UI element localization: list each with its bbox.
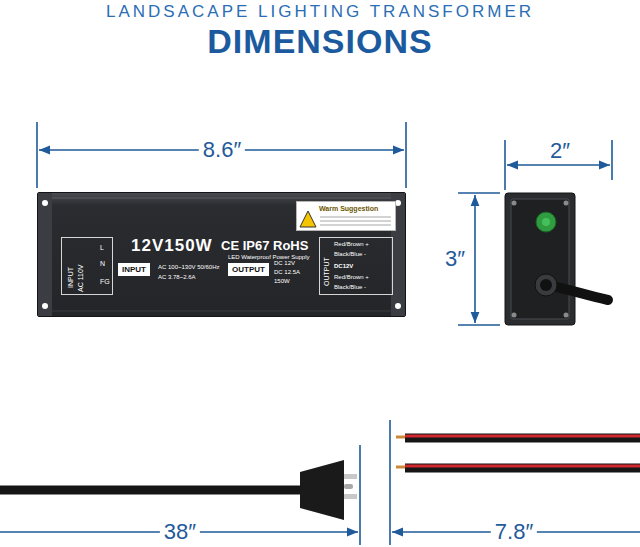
wire-label: Black/Blue -	[334, 251, 366, 258]
housing-decor	[42, 303, 48, 309]
housing-decor	[395, 303, 401, 309]
dimension-label: 7.8″	[491, 519, 537, 544]
sticker-decor	[320, 216, 391, 218]
dimension-label: 2″	[546, 138, 574, 163]
dimension-lines	[36, 122, 38, 188]
terminal-pin: N	[100, 260, 105, 268]
terminal-label: OUTPUT	[323, 257, 330, 286]
dimension-lines	[0, 122, 640, 545]
voltage-label: DC12V	[334, 263, 353, 270]
output-wires	[396, 466, 405, 469]
housing-decor	[38, 193, 52, 316]
sticker-decor	[300, 211, 316, 227]
end-view	[540, 279, 552, 291]
dimension-label: 38″	[160, 519, 200, 544]
housing-decor	[52, 198, 391, 199]
sticker-decor	[320, 220, 391, 222]
end-view	[512, 201, 517, 206]
end-view	[536, 212, 556, 232]
dimension-lines	[507, 164, 610, 166]
diagram-title: DIMENSIONS	[207, 22, 432, 61]
dimension-lines	[611, 140, 613, 180]
dimension-lines	[405, 122, 407, 188]
model-text: 12V150W	[131, 236, 213, 256]
terminal-label: INPUT	[67, 267, 74, 288]
input-terminal-block: INPUTAC 110V LN FG	[61, 237, 113, 295]
dimension-label: 3″	[441, 246, 469, 271]
terminal-pin: FG	[100, 278, 110, 286]
end-view	[564, 313, 569, 318]
end-view	[511, 199, 569, 319]
warning-sticker: Warm Suggestion	[296, 201, 396, 231]
power-cord	[344, 484, 353, 489]
product-text: LED Waterproof Power Supply	[228, 254, 309, 261]
output-wires	[405, 435, 640, 438]
output-wires	[396, 436, 405, 439]
spec-text: 150W	[274, 278, 290, 285]
terminal-pin: L	[100, 244, 104, 252]
cert-text: CE IP67 RoHS	[221, 239, 308, 254]
power-cord	[300, 460, 344, 520]
sticker-decor	[320, 224, 391, 226]
dimension-lines	[458, 192, 500, 194]
tag-text: INPUT	[122, 265, 146, 274]
power-cord	[344, 474, 357, 479]
wire-label: Black/Blue -	[334, 284, 366, 291]
output-terminal-block: OUTPUT Red/Brown + Black/Blue - DC12V Red/Br…	[319, 237, 393, 295]
dimension-lines	[474, 195, 476, 323]
dimension-label: 8.6″	[199, 137, 245, 162]
output-wires	[396, 436, 640, 468]
end-view	[542, 218, 550, 226]
spec-text: AC 3.78~2.6A	[158, 274, 196, 281]
tag-text: OUTPUT	[232, 265, 265, 274]
spec-text: AC 100~130V 50/60Hz	[158, 264, 220, 271]
end-view	[564, 201, 569, 206]
housing-decor	[42, 200, 48, 206]
dimension-lines	[359, 445, 361, 545]
spec-text: DC 12.5A	[274, 269, 300, 276]
housing-decor	[52, 311, 391, 312]
end-view	[505, 193, 608, 325]
wire-label: Red/Brown +	[334, 274, 369, 281]
output-wires	[405, 465, 640, 468]
dimension-lines	[504, 140, 506, 190]
end-view	[512, 313, 517, 318]
end-view	[535, 274, 557, 296]
end-view	[505, 193, 575, 325]
power-cord	[0, 460, 357, 520]
power-cord	[0, 486, 302, 495]
power-cord	[344, 494, 357, 499]
input-tag: INPUT	[118, 263, 150, 276]
warning-title: Warm Suggestion	[319, 205, 378, 213]
output-tag: OUTPUT	[228, 263, 269, 276]
terminal-label: AC 110V	[77, 265, 84, 293]
spec-text: DC 12V	[274, 260, 295, 267]
output-wires	[405, 464, 640, 473]
wire-label: Red/Brown +	[334, 241, 369, 248]
subtitle: LANDSACAPE LIGHTING TRANSFORMER	[106, 2, 534, 22]
dimension-lines	[458, 324, 500, 326]
dimension-lines	[389, 420, 391, 545]
output-wires	[405, 434, 640, 443]
transformer-housing: 12V150W CE IP67 RoHSLED Waterproof Power …	[37, 192, 406, 317]
